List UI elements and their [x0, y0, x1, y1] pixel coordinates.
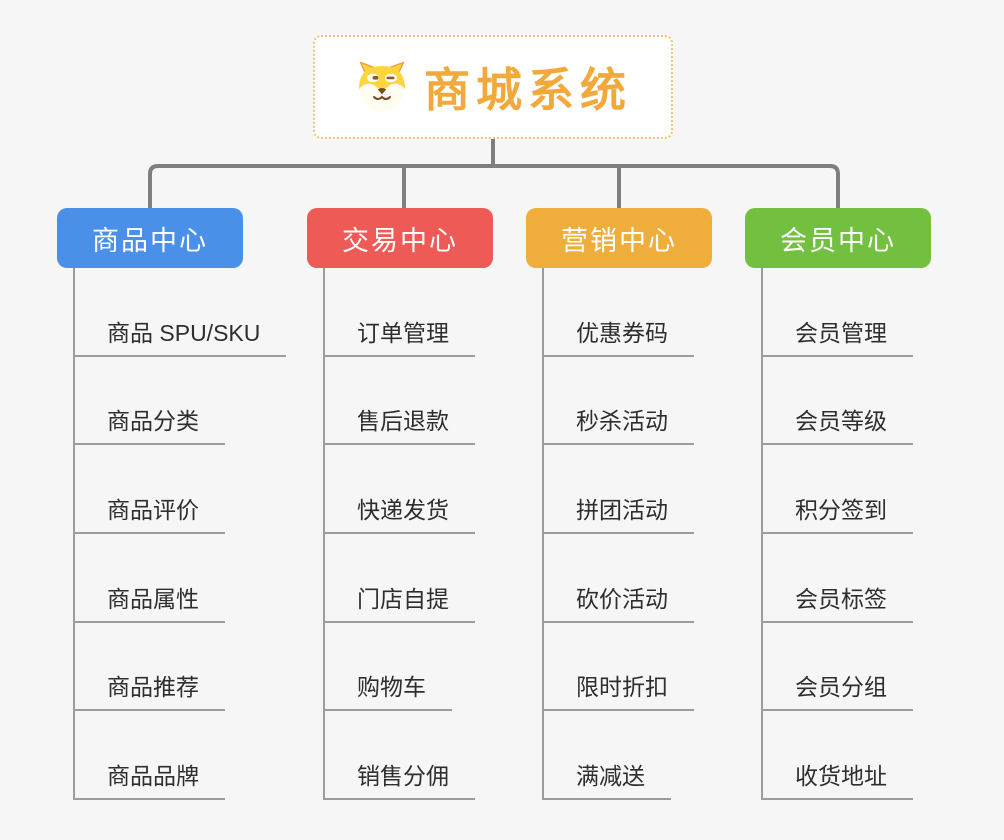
root-node[interactable]: 商城系统: [313, 35, 673, 139]
branch-header-product-center[interactable]: 商品中心: [57, 208, 243, 268]
leaf-node[interactable]: 商品分类: [75, 357, 225, 446]
leaf-node[interactable]: 商品推荐: [75, 623, 225, 712]
leaf-node[interactable]: 售后退款: [325, 357, 475, 446]
leaf-node[interactable]: 会员管理: [763, 268, 913, 357]
root-title: 商城系统: [424, 64, 632, 116]
leaf-node[interactable]: 优惠券码: [544, 268, 694, 357]
doge-icon: [354, 59, 410, 115]
leaf-node[interactable]: 快递发货: [325, 445, 475, 534]
leaf-node[interactable]: 商品属性: [75, 534, 225, 623]
leaf-node[interactable]: 门店自提: [325, 534, 475, 623]
leaf-node[interactable]: 销售分佣: [325, 711, 475, 800]
branch-member-leaf-list: 会员管理 会员等级 积分签到 会员标签 会员分组 收货地址: [761, 268, 931, 800]
branch-trade-center: 交易中心 订单管理 售后退款 快递发货 门店自提 购物车 销售分佣: [307, 208, 493, 800]
leaf-node[interactable]: 限时折扣: [544, 623, 694, 712]
leaf-node[interactable]: 会员等级: [763, 357, 913, 446]
leaf-node[interactable]: 商品评价: [75, 445, 225, 534]
branch-header-trade-center[interactable]: 交易中心: [307, 208, 493, 268]
branch-marketing-leaf-list: 优惠券码 秒杀活动 拼团活动 砍价活动 限时折扣 满减送: [542, 268, 712, 800]
leaf-node[interactable]: 秒杀活动: [544, 357, 694, 446]
branch-member-center: 会员中心 会员管理 会员等级 积分签到 会员标签 会员分组 收货地址: [745, 208, 931, 800]
leaf-node[interactable]: 商品 SPU/SKU: [75, 268, 287, 357]
leaf-node[interactable]: 商品品牌: [75, 711, 225, 800]
leaf-node[interactable]: 订单管理: [325, 268, 475, 357]
leaf-node[interactable]: 积分签到: [763, 445, 913, 534]
leaf-node[interactable]: 砍价活动: [544, 534, 694, 623]
branch-header-marketing-center[interactable]: 营销中心: [526, 208, 712, 268]
leaf-node[interactable]: 会员标签: [763, 534, 913, 623]
branch-header-member-center[interactable]: 会员中心: [745, 208, 931, 268]
leaf-node[interactable]: 拼团活动: [544, 445, 694, 534]
branch-marketing-center: 营销中心 优惠券码 秒杀活动 拼团活动 砍价活动 限时折扣 满减送: [526, 208, 712, 800]
leaf-node[interactable]: 收货地址: [763, 711, 913, 800]
leaf-node[interactable]: 满减送: [544, 711, 671, 800]
branch-product-center: 商品中心 商品 SPU/SKU 商品分类 商品评价 商品属性 商品推荐 商品品牌: [57, 208, 287, 800]
branch-product-leaf-list: 商品 SPU/SKU 商品分类 商品评价 商品属性 商品推荐 商品品牌: [73, 268, 287, 800]
branch-trade-leaf-list: 订单管理 售后退款 快递发货 门店自提 购物车 销售分佣: [323, 268, 493, 800]
leaf-node[interactable]: 购物车: [325, 623, 452, 712]
leaf-node[interactable]: 会员分组: [763, 623, 913, 712]
